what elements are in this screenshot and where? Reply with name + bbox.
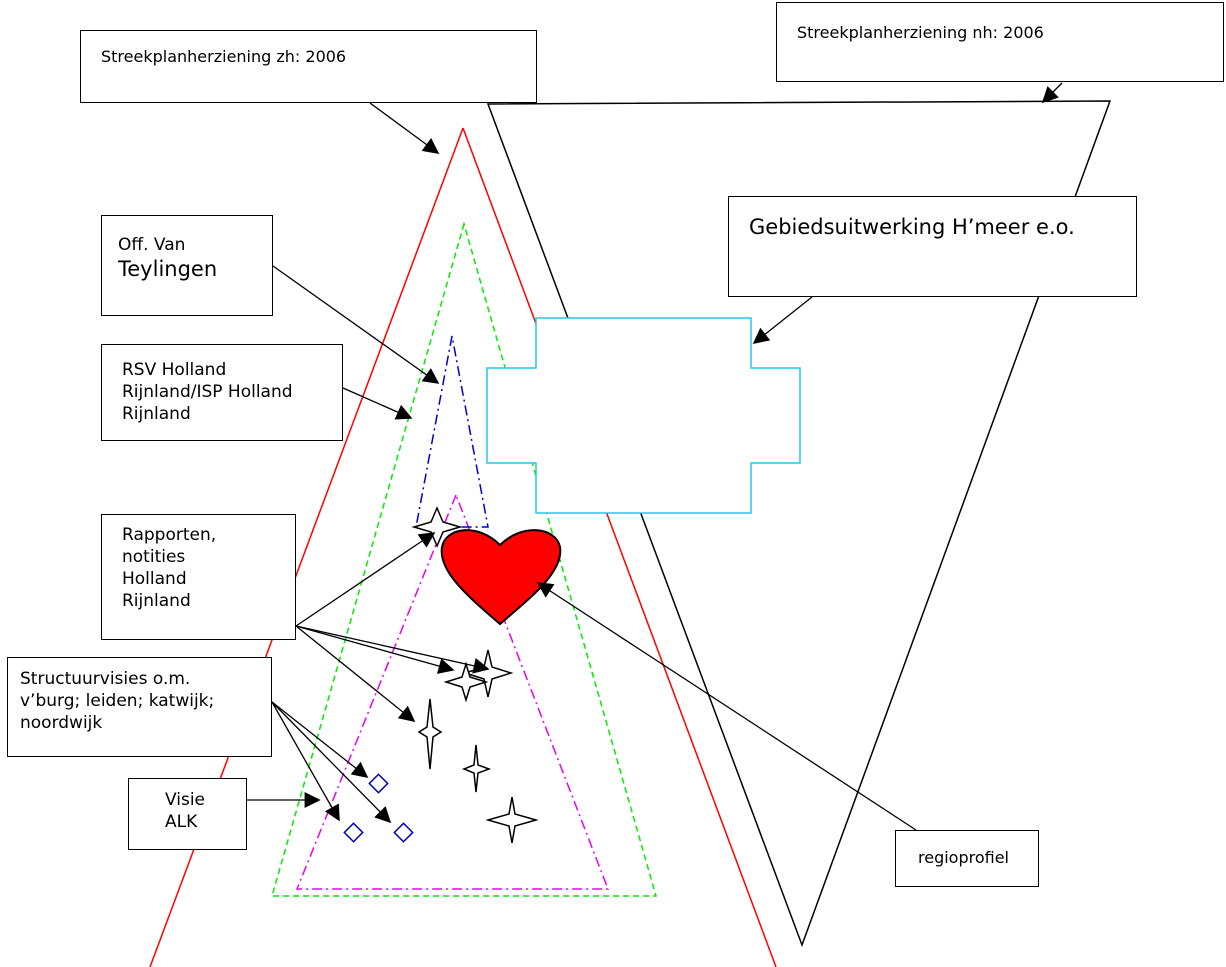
streek-zh-box: Streekplanherziening zh: 2006 (80, 30, 537, 103)
teylingen-label-1: Off. Van (118, 235, 186, 255)
visie-label: Visie ALK (165, 790, 206, 833)
rsv-box: RSV Holland Rijnland/ISP Holland Rijnlan… (101, 344, 343, 441)
diamond-icon (343, 822, 364, 843)
star-icon (485, 796, 539, 844)
magenta-dashdot-triangle (295, 492, 610, 890)
arrow-regioprofiel (536, 582, 917, 831)
arrow-gebied-to-cross (752, 296, 813, 344)
teylingen-box: Off. Van Teylingen (101, 215, 273, 316)
rsv-label: RSV Holland Rijnland/ISP Holland Rijnlan… (122, 360, 293, 425)
arrow-structuur-3 (271, 701, 392, 824)
structuur-label: Structuurvisies o.m. v’burg; leiden; kat… (20, 669, 215, 734)
heart-shape (440, 529, 562, 626)
star-icon (443, 661, 489, 703)
rapporten-label: Rapporten, notities Holland Rijnland (122, 525, 217, 612)
arrow-rapporten-4 (295, 625, 416, 723)
arrow-rsv (342, 387, 413, 420)
streek-zh-label: Streekplanherziening zh: 2006 (101, 47, 347, 66)
green-dashed-triangle (271, 221, 657, 897)
arrow-structuur-1 (271, 701, 369, 778)
star-icon (417, 698, 443, 770)
diamond-icon (393, 822, 414, 843)
nh-triangle (486, 100, 1112, 948)
gebied-box: Gebiedsuitwerking H’meer e.o. (728, 196, 1137, 297)
arrow-structuur-2 (271, 701, 340, 822)
star-icon (461, 744, 492, 793)
streek-nh-box: Streekplanherziening nh: 2006 (776, 2, 1224, 82)
arrow-rapporten-1 (295, 532, 436, 627)
visie-box: Visie ALK (128, 778, 247, 850)
arrow-rapporten-2 (295, 625, 455, 674)
cross-shape (486, 317, 801, 514)
star-icon (411, 506, 463, 548)
arrow-zh-to-triangle (369, 102, 440, 154)
blue-dashdot-triangle (415, 335, 489, 528)
arrow-nh-to-triangle (1041, 82, 1063, 104)
regioprofiel-box: regioprofiel (895, 830, 1039, 887)
rapporten-box: Rapporten, notities Holland Rijnland (101, 514, 296, 640)
gebied-label: Gebiedsuitwerking H’meer e.o. (749, 215, 1075, 239)
arrow-teylingen (272, 265, 440, 384)
streek-nh-label: Streekplanherziening nh: 2006 (797, 23, 1044, 42)
diamond-icon (368, 773, 389, 794)
star-icon (462, 649, 514, 698)
structuur-box: Structuurvisies o.m. v’burg; leiden; kat… (7, 657, 272, 757)
regioprofiel-label: regioprofiel (918, 848, 1009, 867)
teylingen-label-2: Teylingen (118, 257, 218, 282)
arrow-rapporten-3 (295, 625, 490, 674)
